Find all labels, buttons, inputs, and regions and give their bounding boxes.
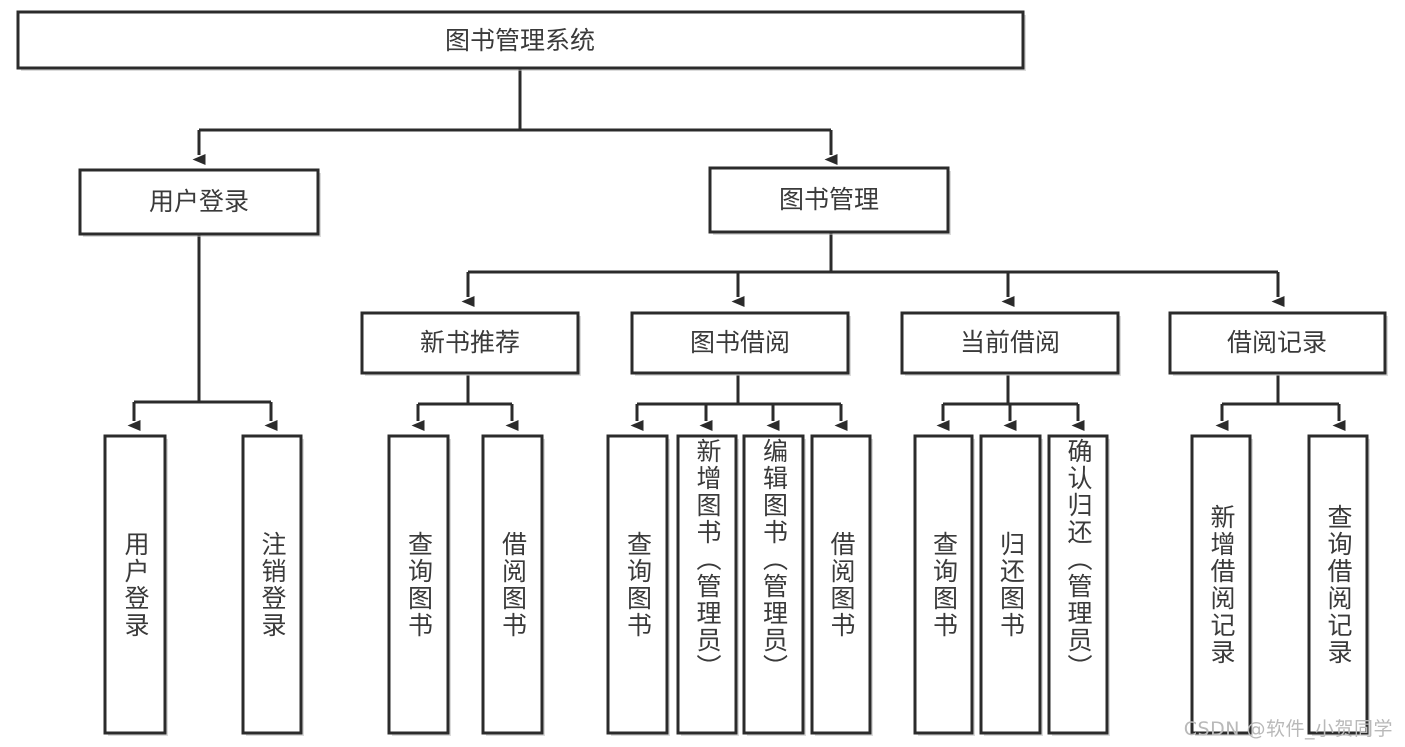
node-borrow-record-label: 借阅记录 [1227, 328, 1327, 357]
node-root-label: 图书管理系统 [445, 26, 595, 55]
node-book-manage[interactable]: 图书管理 [708, 166, 951, 235]
node-leaf-confirm-return[interactable] [1047, 434, 1110, 736]
node-new-book-rec-label: 新书推荐 [420, 328, 520, 357]
node-book-borrow-label: 图书借阅 [690, 328, 790, 357]
edge-book-manage-to-bus [461, 232, 1285, 307]
edge-book-borrow-to-leaves [630, 375, 848, 431]
node-leaf-edit-book[interactable] [742, 434, 806, 736]
node-user-login[interactable]: 用户登录 [78, 168, 321, 237]
node-leaf-return-book[interactable] [979, 434, 1043, 736]
node-borrow-record[interactable]: 借阅记录 [1168, 311, 1388, 376]
node-user-login-label: 用户登录 [149, 187, 249, 216]
node-leaf-query-book-1[interactable] [387, 434, 451, 736]
edge-user-login-to-bus [127, 234, 278, 431]
node-leaf-user-login[interactable] [103, 434, 168, 736]
node-leaf-query-record[interactable] [1307, 434, 1370, 736]
node-new-book-rec[interactable]: 新书推荐 [360, 311, 581, 376]
node-leaf-borrow-book-2[interactable] [810, 434, 873, 736]
node-leaf-query-book-2[interactable] [606, 434, 670, 736]
node-leaf-borrow-book-1[interactable] [481, 434, 545, 736]
edge-root-to-bus [199, 69, 831, 132]
node-leaf-add-record[interactable] [1190, 434, 1253, 736]
node-current-borrow-label: 当前借阅 [960, 328, 1060, 357]
node-current-borrow[interactable]: 当前借阅 [900, 311, 1121, 376]
node-book-borrow[interactable]: 图书借阅 [630, 311, 851, 376]
node-book-manage-label: 图书管理 [779, 185, 879, 214]
node-leaf-add-book[interactable] [676, 434, 739, 736]
node-leaf-query-book-3[interactable] [913, 434, 975, 736]
edge-borrow-record-to-leaves [1215, 375, 1346, 431]
node-root[interactable]: 图书管理系统 [16, 10, 1026, 71]
edge-current-borrow-to-leaves [936, 375, 1085, 431]
node-leaf-user-logout[interactable] [241, 434, 304, 736]
csdn-watermark: CSDN @软件_小贺同学 [1183, 718, 1393, 740]
edge-new-book-rec-to-leaves [411, 375, 519, 431]
